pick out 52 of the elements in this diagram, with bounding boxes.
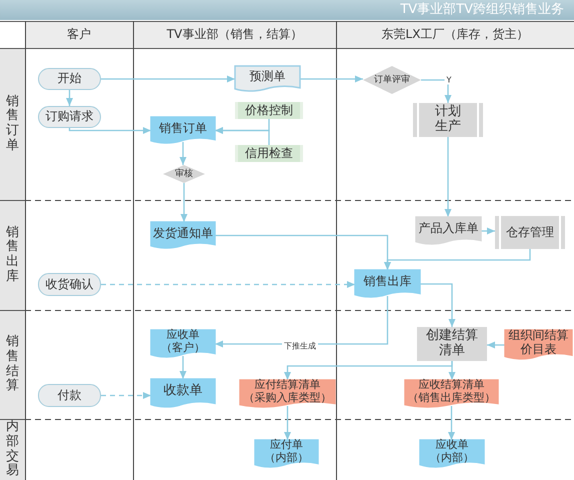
rounded-box: 订购请求 (38, 106, 101, 128)
rounded-box: 开始 (38, 68, 101, 90)
document-shape: 产品入库单 (416, 217, 481, 245)
arrow (481, 228, 495, 234)
arrow (66, 90, 73, 106)
document-shape: 发货通知单 (151, 222, 215, 249)
document-shape: 应收结算清单（销售出库类型） (405, 380, 498, 408)
arrow (384, 249, 531, 270)
document-shape: 销售订单 (151, 117, 215, 144)
lane-label: 销售结算 (0, 310, 25, 419)
process-box: 仓存管理 (495, 216, 565, 249)
arrow (180, 356, 186, 379)
decision-diamond: 审核 (163, 165, 205, 183)
arrow (101, 392, 151, 399)
lane-header: 东莞LX工厂（库存，货主） (336, 21, 574, 48)
process-box: 信用检查 (235, 145, 303, 162)
arrow (420, 283, 456, 327)
lane-label: 内部交易 (0, 419, 25, 480)
process-box: 创建结算清单 (417, 327, 487, 361)
lane-label: 销售出库 (0, 200, 25, 310)
arrow (300, 76, 363, 82)
document-shape: 收款单 (151, 379, 215, 408)
arrow (421, 79, 452, 103)
arrow (284, 406, 291, 440)
arrow (448, 406, 455, 440)
arrow (101, 76, 235, 82)
decision-diamond: 订单评审 (363, 66, 421, 94)
edge-label: Y (444, 76, 454, 84)
arrow (180, 142, 186, 165)
arrow (444, 137, 452, 217)
process-box: 价格控制 (235, 102, 303, 119)
arrow (487, 342, 505, 348)
edge-label: 下推生成 (282, 340, 318, 352)
arrow (101, 281, 355, 288)
arrow (180, 183, 188, 222)
lane-header: 客户 (25, 21, 133, 48)
document-shape: 销售出库 (355, 270, 420, 298)
title-bar: TV事业部TV跨组织销售业务 (0, 0, 574, 20)
document-shape: 应收单（内部） (420, 440, 484, 468)
lane-label: 销售订单 (0, 48, 25, 200)
arrow (68, 127, 151, 134)
rounded-box: 收货确认 (38, 273, 101, 296)
arrow (215, 127, 270, 145)
process-box: 计划生产 (413, 103, 483, 137)
document-shape: 应付单（内部） (255, 440, 318, 468)
arrow (448, 361, 456, 380)
rounded-box: 付款 (38, 384, 101, 407)
document-shape: 预测单 (235, 66, 300, 92)
document-shape: 应付结算清单（采购入库类型） (240, 380, 335, 408)
document-shape: 组织间结算价目表 (505, 330, 572, 360)
document-shape: 应收单（客户） (151, 330, 215, 358)
lane-header: TV事业部（销售，结算） (133, 21, 336, 48)
